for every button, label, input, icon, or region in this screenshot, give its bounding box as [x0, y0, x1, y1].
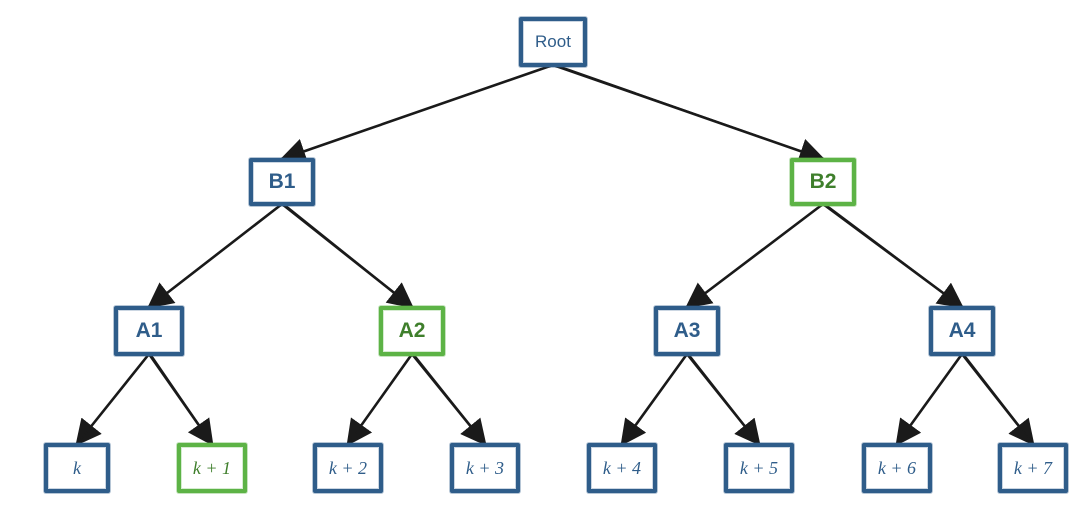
- edge-a2-to-k2: [347, 352, 414, 445]
- edge-a1-to-k0: [76, 352, 151, 445]
- node-k-plus-6: k + 6: [862, 443, 932, 493]
- node-k-plus-7-label: k + 7: [1013, 457, 1053, 478]
- node-k-plus-7: k + 7: [998, 443, 1068, 493]
- node-k-plus-6-label: k + 6: [877, 457, 917, 478]
- node-k: k: [44, 443, 110, 493]
- node-a2-label: A2: [398, 319, 426, 342]
- edge-b1-to-a1: [148, 202, 284, 308]
- node-root-label: Root: [535, 32, 571, 51]
- node-b2: B2: [790, 158, 856, 206]
- node-root: Root: [519, 17, 587, 67]
- edge-a3-to-k5: [687, 352, 760, 445]
- node-k-plus-2-label: k + 2: [328, 457, 368, 478]
- node-k-plus-5-label: k + 5: [739, 457, 779, 478]
- node-b1: B1: [249, 158, 315, 206]
- edge-a4-to-k6: [896, 352, 964, 445]
- node-k-label: k: [73, 457, 81, 478]
- node-a3-label: A3: [673, 319, 701, 342]
- edge-a4-to-k7: [962, 352, 1034, 445]
- node-k-plus-1-label: k + 1: [192, 457, 232, 478]
- edge-a2-to-k3: [412, 352, 486, 445]
- node-k-plus-3: k + 3: [450, 443, 520, 493]
- edge-b2-to-a3: [686, 202, 825, 308]
- node-k-plus-5: k + 5: [724, 443, 794, 493]
- node-k-plus-4: k + 4: [587, 443, 657, 493]
- node-a1: A1: [114, 306, 184, 356]
- node-k-plus-4-label: k + 4: [602, 457, 642, 478]
- node-b1-label: B1: [268, 170, 296, 193]
- node-a1-label: A1: [135, 319, 163, 342]
- node-a4: A4: [929, 306, 995, 356]
- edge-a1-to-k1: [147, 352, 214, 447]
- edge-b2-to-a4: [823, 202, 963, 308]
- node-a4-label: A4: [948, 319, 976, 342]
- edge-root-to-b2: [553, 63, 824, 160]
- node-k-plus-1: k + 1: [177, 443, 247, 493]
- node-k-plus-3-label: k + 3: [465, 457, 505, 478]
- node-b2-label: B2: [809, 170, 837, 193]
- node-k-plus-2: k + 2: [313, 443, 383, 493]
- edge-a3-to-k4: [621, 352, 689, 445]
- edge-root-to-b1: [281, 63, 555, 160]
- edge-a1-to-k1: [149, 352, 213, 445]
- edge-b1-to-a2: [282, 202, 413, 308]
- node-a3: A3: [654, 306, 720, 356]
- node-a2: A2: [379, 306, 445, 356]
